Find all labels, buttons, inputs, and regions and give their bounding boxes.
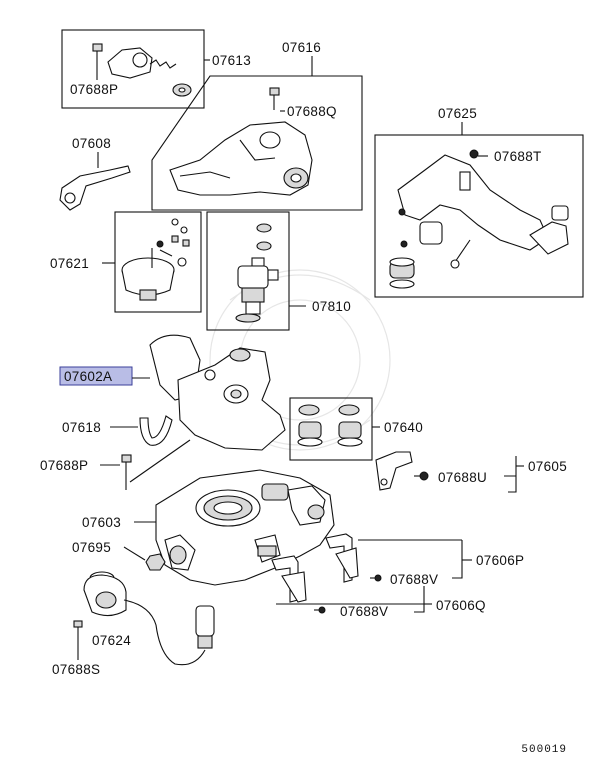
group-box-07621 xyxy=(114,211,202,313)
label-07640: 07640 xyxy=(384,420,423,435)
label-07608: 07608 xyxy=(72,136,111,151)
label-07688U: 07688U xyxy=(438,470,487,485)
group-box-07616 xyxy=(151,75,363,211)
bracket-part xyxy=(59,165,131,211)
part-group-07688P-mid: 07688P xyxy=(40,439,191,490)
part-group-07621: 07621 xyxy=(50,211,202,313)
label-07613: 07613 xyxy=(212,53,251,68)
label-07606Q: 07606Q xyxy=(436,598,486,613)
label-07624: 07624 xyxy=(92,633,131,648)
nut-part xyxy=(145,553,166,571)
label-07810: 07810 xyxy=(312,299,351,314)
label-07625: 07625 xyxy=(438,106,477,121)
bolt-icon xyxy=(121,454,132,490)
bolt-icon xyxy=(92,43,103,66)
part-group-07606: 07606P 07688V 07606Q 07688V xyxy=(271,533,524,619)
part-group-07625: 07625 07688T xyxy=(374,106,584,298)
rubber-mount-part xyxy=(389,257,415,289)
label-07688V-upper: 07688V xyxy=(390,572,438,587)
label-07605: 07605 xyxy=(528,459,567,474)
part-group-07603: 07603 xyxy=(82,469,335,586)
part-group-07605: 07688U 07605 xyxy=(375,451,567,493)
label-07606P: 07606P xyxy=(476,553,524,568)
dashpot-part xyxy=(121,248,187,301)
part-group-07616: 07616 07688Q xyxy=(151,40,363,211)
part-group-07613: 07613 07688P xyxy=(61,29,251,109)
part-group-07810: 07810 xyxy=(206,211,351,331)
label-07688Q: 07688Q xyxy=(287,104,337,119)
screw-icon xyxy=(414,471,429,481)
label-07688P-top: 07688P xyxy=(70,82,118,97)
part-group-07608: 07608 xyxy=(59,136,131,211)
label-07688T: 07688T xyxy=(494,149,542,164)
group-box-07810 xyxy=(206,211,290,331)
screw-icon xyxy=(314,606,326,614)
bolt-icon xyxy=(269,87,280,110)
part-group-07640: 07640 xyxy=(289,397,423,461)
label-07616: 07616 xyxy=(282,40,321,55)
label-07688S: 07688S xyxy=(52,662,100,677)
connector-part xyxy=(195,605,215,649)
rubber-mount-part xyxy=(297,404,323,447)
diagram-code: 500019 xyxy=(521,744,567,756)
label-07688P-mid: 07688P xyxy=(40,458,88,473)
highlight-07602A xyxy=(59,366,133,386)
rubber-mount-part xyxy=(337,404,363,447)
group-box-07640 xyxy=(289,397,373,461)
group-box-07625 xyxy=(374,134,584,298)
label-07618: 07618 xyxy=(62,420,101,435)
label-07621: 07621 xyxy=(50,256,89,271)
screw-icon xyxy=(73,620,83,648)
group-box-07613 xyxy=(61,29,205,109)
screw-icon xyxy=(469,149,488,159)
label-07688V-lower: 07688V xyxy=(340,604,388,619)
label-07603: 07603 xyxy=(82,515,121,530)
throttle-body-assembly: 07602A 07618 xyxy=(59,334,286,451)
label-07602A: 07602A xyxy=(64,369,112,384)
hose-part xyxy=(139,415,173,446)
part-group-07695: 07695 xyxy=(72,540,166,571)
part-group-07624: 07624 07688S xyxy=(52,571,215,677)
label-07695: 07695 xyxy=(72,540,111,555)
throttle-position-sensor xyxy=(83,571,206,666)
screw-icon xyxy=(370,574,382,582)
injector-part xyxy=(235,257,279,323)
spring-part xyxy=(149,59,177,69)
